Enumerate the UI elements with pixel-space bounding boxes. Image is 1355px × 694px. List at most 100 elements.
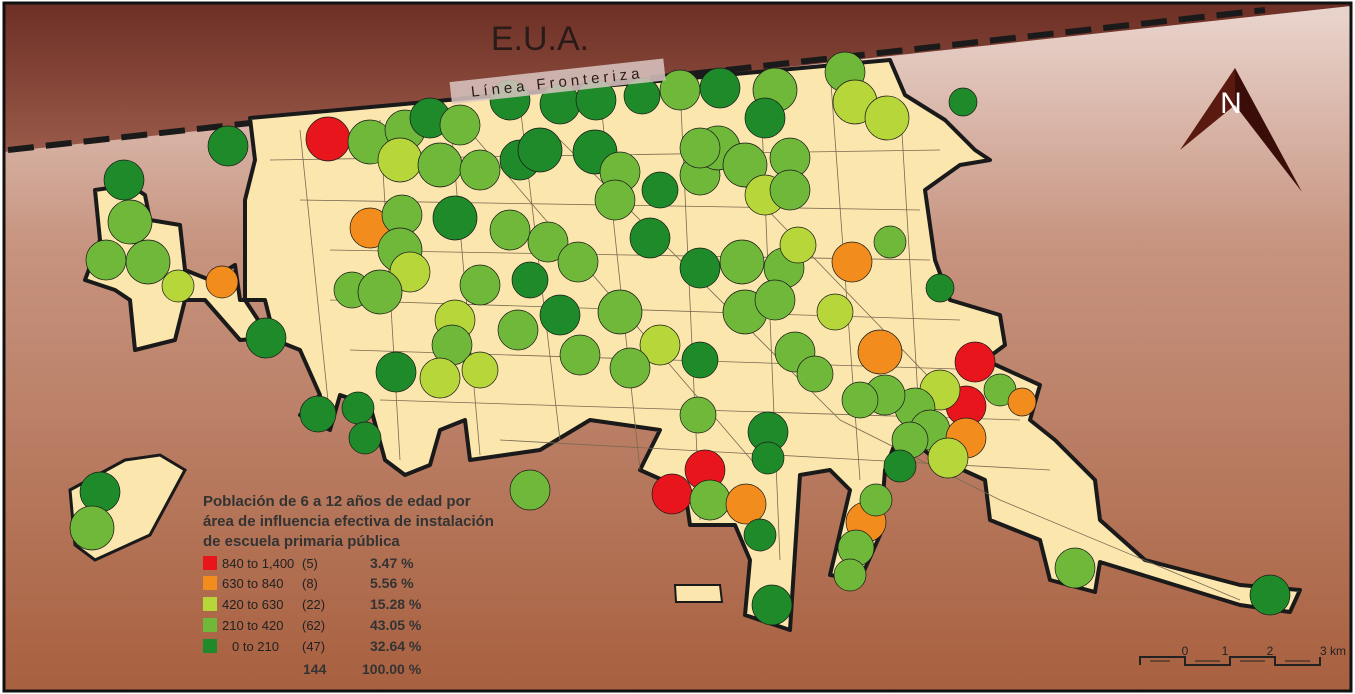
school-area-64: [497, 309, 539, 351]
legend-swatch-5: [203, 639, 217, 653]
school-area-69: [816, 293, 854, 331]
school-area-77: [461, 351, 499, 389]
school-area-83: [1007, 387, 1037, 417]
scale-label-0: 0: [1182, 644, 1189, 658]
school-area-33: [641, 171, 679, 209]
school-area-50: [527, 221, 569, 263]
school-area-61: [925, 273, 955, 303]
school-area-62: [597, 289, 643, 335]
school-area-49: [489, 209, 531, 251]
school-area-59: [831, 241, 873, 283]
legend-count-4: (62): [302, 618, 325, 633]
school-area-53: [511, 261, 549, 299]
school-area-13: [439, 104, 481, 146]
school-area-90: [841, 381, 879, 419]
legend: Población de 6 a 12 años de edad por áre…: [203, 493, 494, 677]
school-area-6: [125, 239, 171, 285]
city-fragment-south: [673, 584, 724, 603]
school-area-58: [779, 226, 817, 264]
school-area-47: [357, 269, 403, 315]
scale-label-1: 1: [1222, 644, 1229, 658]
school-area-7: [161, 269, 195, 303]
school-area-1: [305, 116, 351, 162]
school-area-101: [689, 479, 731, 521]
school-area-102: [725, 483, 767, 525]
legend-count-3: (22): [302, 597, 325, 612]
school-area-16: [459, 149, 501, 191]
legend-percent-5: 32.64 %: [370, 638, 422, 654]
school-area-2: [207, 125, 249, 167]
school-area-113: [751, 584, 793, 626]
legend-count-2: (8): [302, 576, 318, 591]
legend-range-3: 420 to 630: [222, 597, 283, 612]
legend-total-percent: 100.00 %: [362, 661, 422, 677]
school-area-3: [103, 159, 145, 201]
legend-title-line-2: área de influencia efectiva de instalaci…: [203, 513, 494, 530]
scale-label-2: 2: [1267, 644, 1274, 658]
school-area-108: [509, 469, 551, 511]
school-area-55: [679, 247, 721, 289]
school-area-111: [1054, 547, 1096, 589]
legend-percent-4: 43.05 %: [370, 617, 422, 633]
school-area-28: [864, 95, 910, 141]
legend-title-line-3: de escuela primaria pública: [203, 533, 400, 550]
school-area-106: [833, 558, 867, 592]
school-area-48: [432, 195, 478, 241]
school-area-70: [857, 329, 903, 375]
legend-range-5: 0 to 210: [232, 639, 279, 654]
north-arrow-icon: N: [1180, 68, 1302, 192]
school-area-98: [348, 421, 382, 455]
school-area-100: [651, 473, 693, 515]
legend-swatch-4: [203, 618, 217, 632]
school-area-96: [299, 395, 337, 433]
school-area-9: [245, 317, 287, 359]
school-area-74: [681, 341, 719, 379]
legend-range-4: 210 to 420: [222, 618, 283, 633]
school-area-78: [419, 357, 461, 399]
school-area-32: [594, 179, 636, 221]
school-influence-areas: [69, 51, 1291, 626]
school-area-24: [699, 67, 741, 109]
school-area-14: [377, 137, 423, 183]
school-area-36: [722, 142, 768, 188]
legend-swatch-2: [203, 576, 217, 590]
school-area-110: [69, 505, 115, 551]
school-area-45: [389, 251, 431, 293]
school-area-15: [417, 142, 463, 188]
legend-swatch-1: [203, 556, 217, 570]
school-area-5: [85, 239, 127, 281]
legend-count-1: (5): [302, 556, 318, 571]
legend-percent-1: 3.47 %: [370, 555, 414, 571]
school-area-8: [205, 265, 239, 299]
school-area-56: [719, 239, 765, 285]
school-area-40: [679, 127, 721, 169]
school-area-68: [754, 279, 796, 321]
school-area-4: [107, 199, 153, 245]
school-area-18: [517, 127, 563, 173]
school-area-92: [883, 449, 917, 483]
school-area-41: [744, 97, 786, 139]
legend-total-count: 144: [303, 661, 327, 677]
legend-percent-3: 15.28 %: [370, 596, 422, 612]
legend-range-1: 840 to 1,400: [222, 556, 294, 571]
school-area-73: [639, 324, 681, 366]
school-area-51: [557, 241, 599, 283]
scale-label-3: 3 km: [1320, 644, 1346, 658]
school-area-54: [629, 217, 671, 259]
school-area-95: [751, 441, 785, 475]
scale-bar: 0 1 2 3 km: [1139, 644, 1346, 666]
school-area-29: [948, 87, 978, 117]
legend-title-line-1: Población de 6 a 12 años de edad por: [203, 493, 471, 510]
north-label: N: [1220, 87, 1242, 120]
legend-range-2: 630 to 840: [222, 576, 283, 591]
school-area-103: [743, 518, 777, 552]
country-label: E.U.A.: [491, 20, 589, 58]
school-area-88: [927, 437, 969, 479]
school-area-112: [1249, 574, 1291, 616]
school-area-97: [341, 391, 375, 425]
school-area-72: [796, 355, 834, 393]
school-area-60: [873, 225, 907, 259]
legend-swatch-3: [203, 597, 217, 611]
